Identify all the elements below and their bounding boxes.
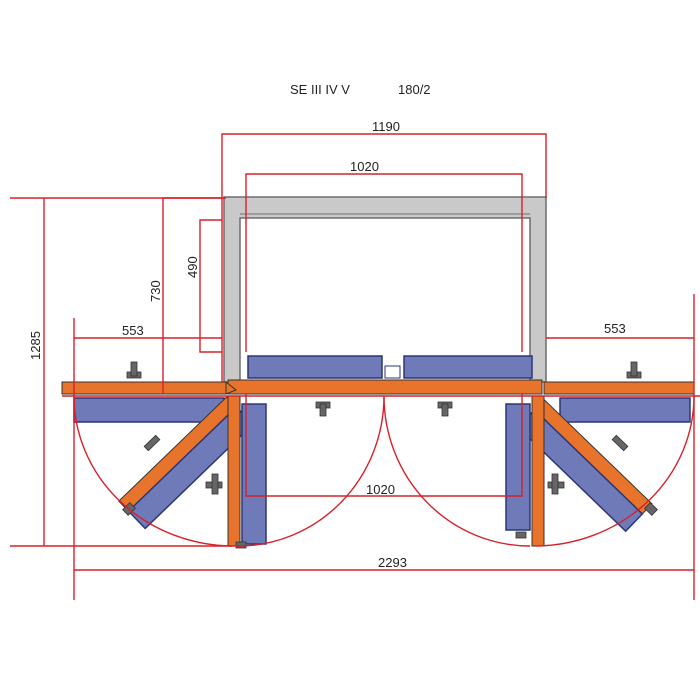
right-shelf-horizontal [559, 397, 691, 423]
dim-label-height-490: 490 [185, 256, 200, 278]
dim-label-outer-width: 1190 [372, 119, 400, 134]
center-beam [227, 379, 543, 395]
dim-label-wing-right: 553 [604, 321, 626, 336]
right-vertical-post [505, 395, 545, 547]
left-vertical-post [227, 395, 267, 547]
back-panels [247, 355, 533, 379]
left-wing-beam [61, 380, 237, 395]
dim-label-wing-left: 553 [122, 323, 144, 338]
right-wing-beam [543, 381, 695, 395]
dimension-lines [10, 133, 700, 600]
dim-label-height-730: 730 [148, 280, 163, 302]
title-model: SE III IV V [290, 82, 350, 97]
grey-enclosure [223, 196, 547, 383]
dim-label-inner-width-top: 1020 [350, 159, 379, 174]
left-shelf-horizontal [73, 397, 225, 423]
dim-label-height-1285: 1285 [28, 331, 43, 360]
dim-label-inner-width-bottom: 1020 [366, 482, 395, 497]
dim-label-total-width: 2293 [378, 555, 407, 570]
title-code: 180/2 [398, 82, 431, 97]
